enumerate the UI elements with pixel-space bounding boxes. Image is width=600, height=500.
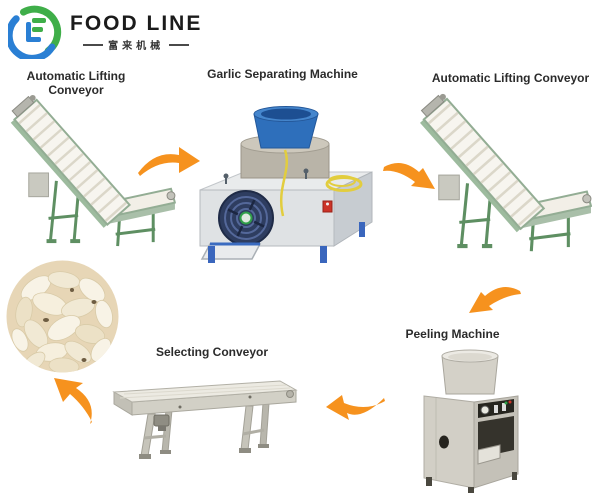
flow-arrow-down-right-icon [383,163,435,189]
brand-name: FOOD LINE [70,11,203,35]
flow-arrow-down-left-icon [469,287,521,313]
subtitle-dash-right [169,43,190,46]
fan-grille-icon [218,190,274,246]
brand-subtitle-row: 富来机械 [78,37,194,52]
station-label-selecting-conveyor: Selecting Conveyor [155,345,269,359]
flow-arrow-right-icon [138,147,200,176]
station-label-peeling-machine: Peeling Machine [405,327,500,341]
subtitle-dash-left [83,43,104,46]
power-switch-icon [322,200,333,213]
flow-arrow-left-icon [326,395,385,420]
station-label-lifting-conveyor-right: Automatic Lifting Conveyor [431,71,590,85]
station-label-garlic-separating-machine: Garlic Separating Machine [207,67,358,81]
logo-text: FOOD LINE 富来机械 [70,12,202,52]
logo: FOOD LINE 富来机械 [8,2,238,62]
peeling-machine-image [423,349,519,493]
peeled-garlic-image [6,260,119,373]
garlic-separating-machine-image [199,106,373,263]
selecting-conveyor-image [112,380,298,459]
flow-arrow-up-left-icon [54,378,92,424]
food-line-logo-icon [8,5,62,59]
station-label-lifting-conveyor-left: Automatic Lifting Conveyor [26,69,126,97]
brand-subtitle: 富来机械 [108,41,165,53]
